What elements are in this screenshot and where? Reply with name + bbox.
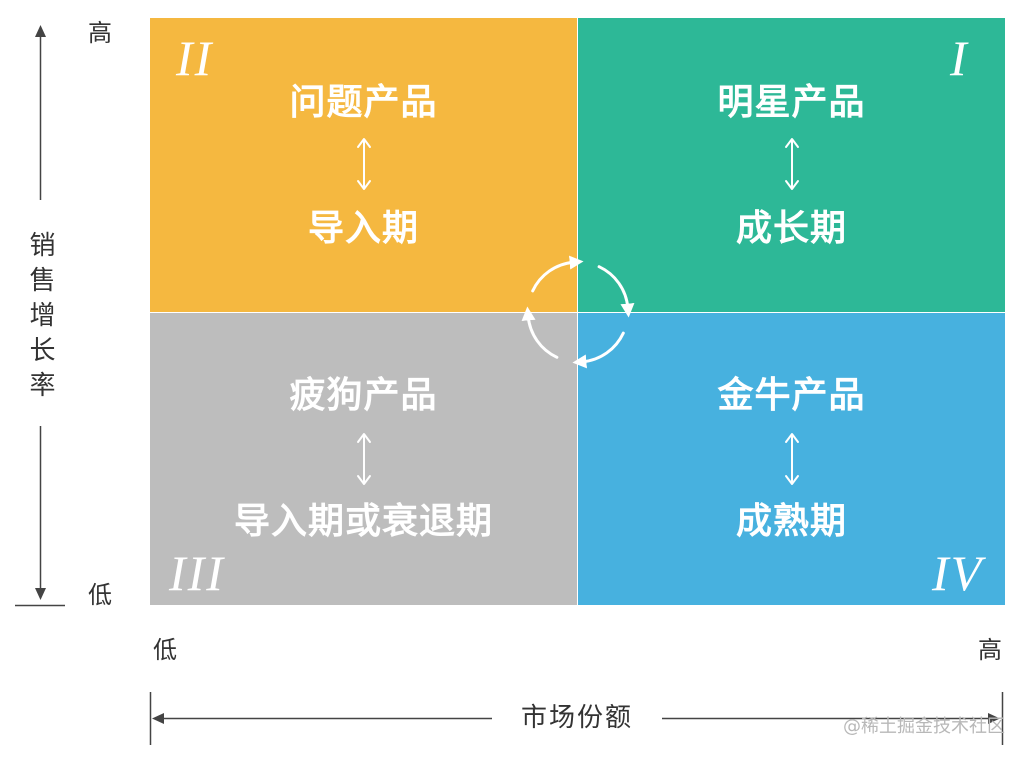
y-axis-high-label: 高 xyxy=(88,19,112,47)
double-arrow-icon xyxy=(785,138,799,190)
quadrant-cash-cow-product: 金牛产品 成熟期 IV xyxy=(578,313,1005,605)
arrowhead-left-icon xyxy=(152,713,164,724)
product-label: 金牛产品 xyxy=(717,375,866,416)
cycle-arc-top xyxy=(531,255,584,293)
product-label: 问题产品 xyxy=(289,82,438,123)
arrowhead-right-icon xyxy=(988,713,1000,724)
quadrant-numeral: IV xyxy=(932,545,984,601)
quadrant-numeral: I xyxy=(950,30,969,86)
y-axis-low-label: 低 xyxy=(88,581,112,609)
bcg-matrix: II 问题产品 导入期 I 明星产品 成长期 疲狗产品 导入期或衰退期 III … xyxy=(150,18,1005,605)
x-axis-low-label: 低 xyxy=(153,636,177,664)
x-axis-label: 市场份额 xyxy=(517,703,637,733)
cycle-arrows-icon xyxy=(521,255,635,369)
cycle-arc-bottom xyxy=(572,331,625,369)
x-axis xyxy=(149,692,1004,745)
double-arrow-icon xyxy=(785,433,799,485)
quadrant-numeral: III xyxy=(169,545,225,601)
stage-label: 成熟期 xyxy=(735,501,847,542)
cycle-arc-left xyxy=(521,306,559,359)
cycle-arc-right xyxy=(597,265,635,318)
stage-label: 导入期 xyxy=(307,208,419,249)
arrowhead-up-icon xyxy=(35,25,46,37)
quadrant-dog-product: 疲狗产品 导入期或衰退期 III xyxy=(150,313,577,605)
stage-label: 成长期 xyxy=(735,208,847,249)
double-arrow-icon xyxy=(357,138,371,190)
watermark: @稀土掘金技术社区 xyxy=(843,716,1005,737)
product-label: 疲狗产品 xyxy=(289,375,438,416)
x-axis-high-label: 高 xyxy=(978,636,1002,664)
arrowhead-down-icon xyxy=(35,588,46,600)
stage-label: 导入期或衰退期 xyxy=(233,501,493,542)
y-axis xyxy=(15,25,65,607)
double-arrow-icon xyxy=(357,433,371,485)
quadrant-star-product: I 明星产品 成长期 xyxy=(578,18,1005,312)
product-label: 明星产品 xyxy=(717,82,866,123)
y-axis-label: 销售增长率 xyxy=(25,231,55,406)
quadrant-numeral: II xyxy=(176,30,214,86)
quadrant-question-product: II 问题产品 导入期 xyxy=(150,18,577,312)
